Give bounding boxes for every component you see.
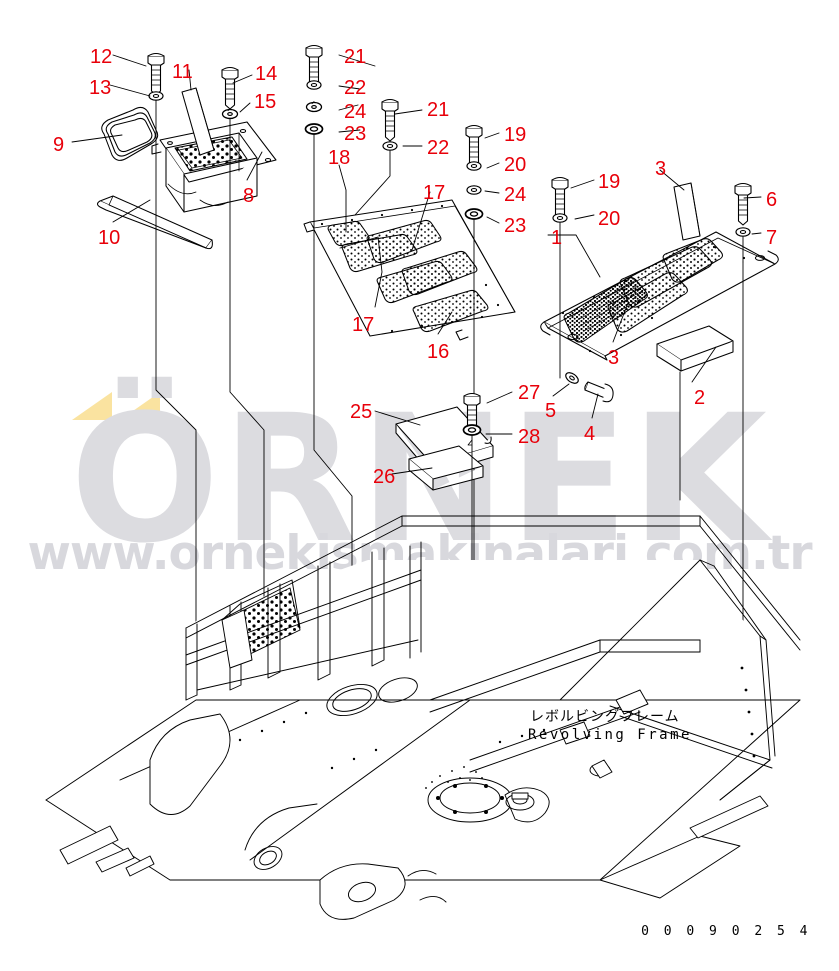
callout-number-24: 24 bbox=[344, 101, 367, 123]
callout-number-3: 3 bbox=[608, 347, 620, 369]
callout-number-20: 20 bbox=[504, 154, 527, 176]
callout-number-27: 27 bbox=[518, 382, 541, 404]
assembly-label-japanese: レボルビングフレーム bbox=[530, 709, 680, 725]
callout-number-22: 22 bbox=[344, 77, 367, 99]
callout-number-14: 14 bbox=[255, 63, 278, 85]
callout-number-2: 2 bbox=[694, 387, 706, 409]
callout-number-5: 5 bbox=[545, 400, 557, 422]
right-floor-plate-assembly bbox=[540, 231, 779, 372]
callout-number-23: 23 bbox=[504, 215, 527, 237]
callout-number-16: 16 bbox=[427, 341, 450, 363]
callout-number-17: 17 bbox=[423, 182, 446, 204]
callout-number-8: 8 bbox=[243, 185, 255, 207]
callout-number-28: 28 bbox=[518, 426, 541, 448]
callout-number-18: 18 bbox=[328, 147, 351, 169]
callout-number-10: 10 bbox=[98, 227, 121, 249]
callout-number-21: 21 bbox=[427, 99, 450, 121]
callout-number-24: 24 bbox=[504, 184, 527, 206]
drawing-number: 0 0 0 9 0 2 5 4 bbox=[641, 924, 811, 939]
callout-number-17: 17 bbox=[352, 314, 375, 336]
mounting-bracket-assembly bbox=[395, 406, 494, 491]
callout-number-25: 25 bbox=[350, 401, 373, 423]
callout-number-12: 12 bbox=[90, 46, 113, 68]
callout-number-20: 20 bbox=[598, 208, 621, 230]
callout-number-15: 15 bbox=[254, 91, 277, 113]
callout-number-21: 21 bbox=[344, 46, 367, 68]
callout-number-3: 3 bbox=[655, 158, 667, 180]
toolbox-cover-assembly bbox=[96, 87, 277, 250]
callout-number-6: 6 bbox=[766, 189, 778, 211]
callout-number-7: 7 bbox=[766, 227, 778, 249]
revolving-frame-drawing bbox=[44, 515, 801, 920]
callout-number-26: 26 bbox=[373, 466, 396, 488]
callout-number-13: 13 bbox=[89, 77, 112, 99]
callout-number-19: 19 bbox=[598, 171, 621, 193]
callout-number-9: 9 bbox=[53, 134, 65, 156]
callout-number-1: 1 bbox=[551, 227, 563, 249]
callout-number-19: 19 bbox=[504, 124, 527, 146]
assembly-label-english: Revolving Frame bbox=[528, 727, 692, 743]
callout-number-23: 23 bbox=[344, 123, 367, 145]
callout-number-22: 22 bbox=[427, 137, 450, 159]
callout-number-4: 4 bbox=[584, 423, 596, 445]
center-floor-plate-assembly bbox=[303, 199, 516, 341]
callout-number-11: 11 bbox=[172, 61, 193, 83]
